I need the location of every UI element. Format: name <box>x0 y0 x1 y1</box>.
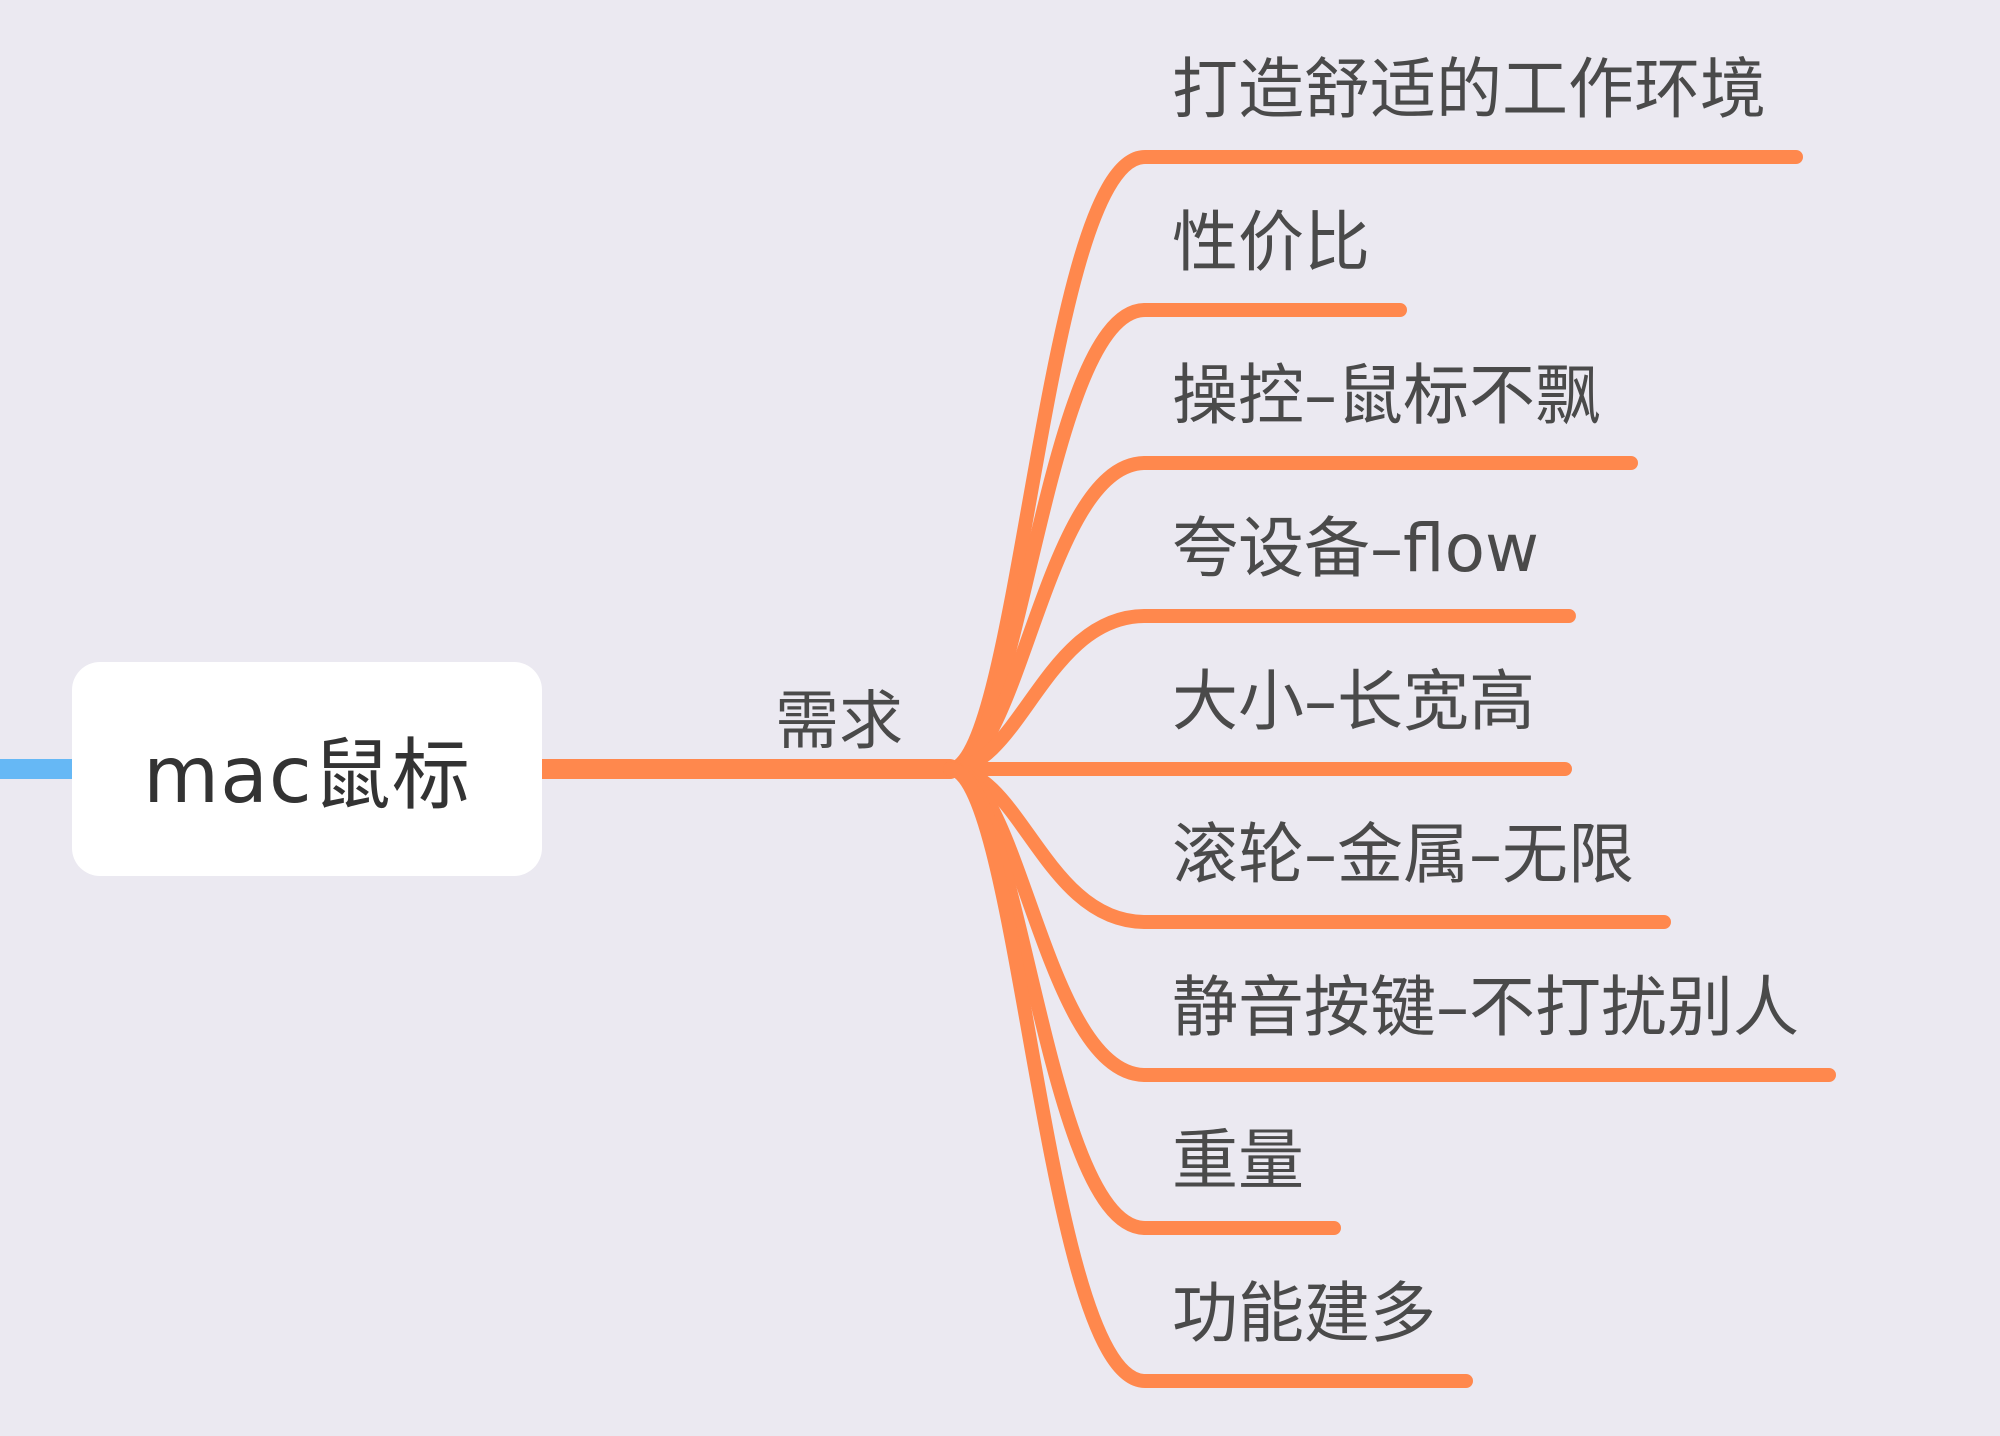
leaf-connector <box>943 456 1638 776</box>
leaf-connector <box>943 609 1576 776</box>
leaf-topic[interactable]: 滚轮–金属–无限 <box>1172 816 1634 893</box>
leaf-topic[interactable]: 性价比 <box>1172 204 1370 281</box>
root-node-label: mac鼠标 <box>143 731 471 821</box>
leaf-connector <box>943 762 1473 1388</box>
leaf-topic[interactable]: 大小–长宽高 <box>1172 663 1535 740</box>
leaf-connectors <box>943 150 1836 1388</box>
leaf-topic[interactable]: 打造舒适的工作环境 <box>1172 51 1766 128</box>
leaf-topic[interactable]: 静音按键–不打扰别人 <box>1172 969 1799 1046</box>
leaf-topic[interactable]: 操控–鼠标不飘 <box>1172 357 1601 434</box>
branch-topic[interactable]: 需求 <box>775 685 903 759</box>
root-node[interactable]: mac鼠标 <box>72 662 542 876</box>
leaf-topic[interactable]: 功能建多 <box>1172 1275 1436 1352</box>
leaf-topic[interactable]: 重量 <box>1172 1122 1304 1199</box>
leaf-topic[interactable]: 夸设备–flow <box>1172 510 1539 587</box>
